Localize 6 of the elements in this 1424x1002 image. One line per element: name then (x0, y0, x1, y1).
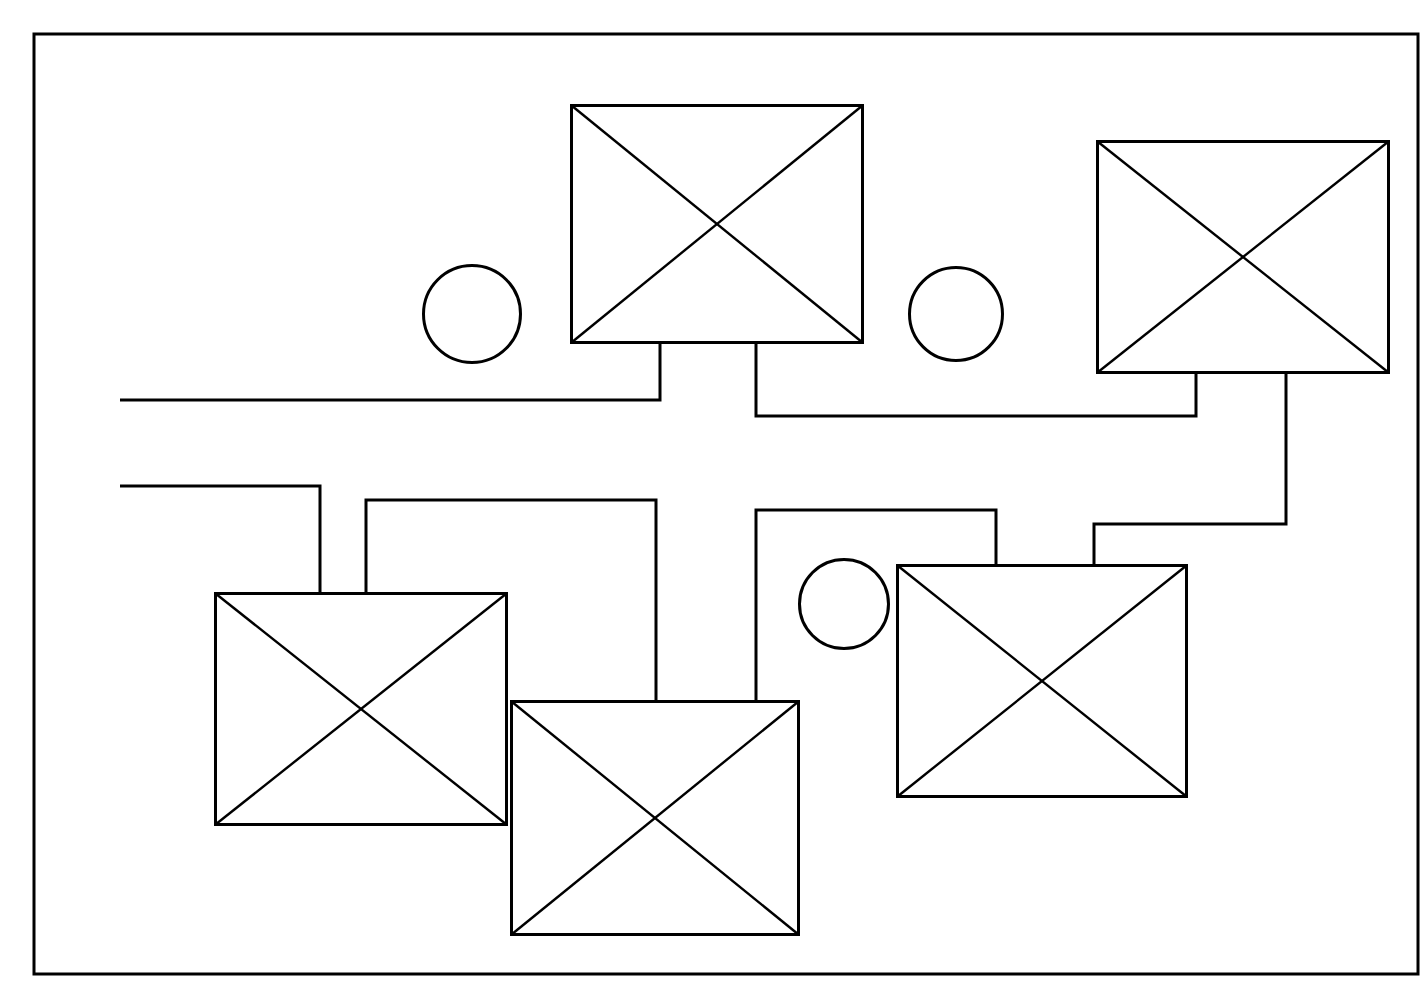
connector-line (754, 508, 998, 700)
connector-line (120, 484, 322, 592)
connector-line (754, 344, 1198, 418)
connector-line (1092, 374, 1288, 564)
connector-line (120, 344, 662, 402)
connector-line (364, 498, 658, 700)
